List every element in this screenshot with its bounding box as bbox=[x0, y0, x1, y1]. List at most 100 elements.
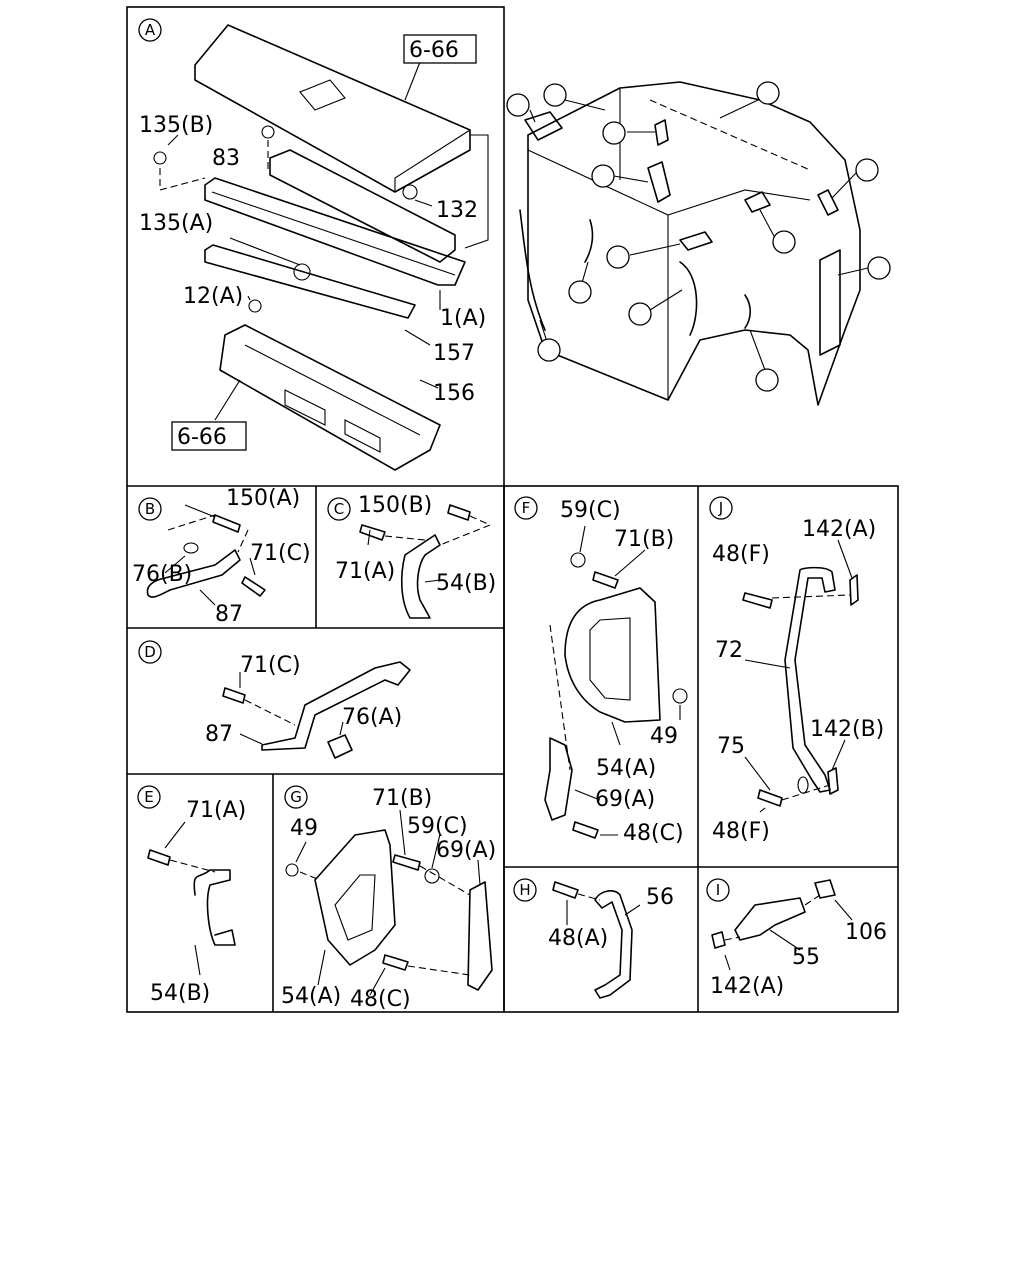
diagram-frame bbox=[126, 6, 899, 1013]
nut-49-g bbox=[285, 863, 299, 877]
screw-135b bbox=[153, 151, 167, 165]
nut-142b bbox=[827, 767, 839, 795]
cab-part-d bbox=[744, 191, 771, 213]
label-83: 83 bbox=[212, 146, 240, 171]
cab-body bbox=[527, 81, 861, 406]
label-76b: 76(B) bbox=[132, 562, 192, 587]
bolt-71a-c bbox=[359, 524, 386, 541]
label-48f-top: 48(F) bbox=[712, 542, 770, 567]
bolt-71a-e bbox=[147, 849, 171, 866]
bolt-71c bbox=[241, 576, 266, 597]
handle-54b-e bbox=[193, 869, 236, 946]
grab-handle-54a-f bbox=[564, 587, 661, 723]
handle-56 bbox=[594, 890, 633, 999]
handle-54b-c bbox=[400, 534, 441, 619]
bolt-150b bbox=[447, 504, 471, 521]
label-48c-f: 48(C) bbox=[623, 821, 684, 846]
label-55: 55 bbox=[792, 945, 820, 970]
label-71b-g: 71(B) bbox=[372, 786, 432, 811]
label-48c-g: 48(C) bbox=[350, 987, 411, 1012]
lower-tray bbox=[219, 324, 441, 471]
label-54a-f: 54(A) bbox=[596, 756, 656, 781]
cab-handle-h-left bbox=[584, 219, 594, 263]
bolt-48f-bottom bbox=[757, 789, 783, 807]
nut-49-f bbox=[672, 688, 688, 704]
label-69a-f: 69(A) bbox=[595, 787, 655, 812]
bolt-71c-d bbox=[222, 687, 246, 704]
panel-letter-f: F bbox=[522, 499, 531, 517]
panel-c: C 150(B) 71(A) 54(B) bbox=[327, 493, 496, 619]
cab-part-g bbox=[819, 249, 841, 356]
panel-letter-g: G bbox=[290, 788, 302, 806]
label-6-66-top: 6-66 bbox=[409, 38, 459, 63]
cab-part-e bbox=[817, 189, 839, 216]
panel-j: J 142(A) 48(F) 72 142(B) 75 48(F) bbox=[709, 496, 884, 844]
label-71a-c: 71(A) bbox=[335, 559, 395, 584]
ref-box-6-66-bottom bbox=[171, 421, 247, 451]
panel-letter-e: E bbox=[144, 788, 153, 806]
label-54a-g: 54(A) bbox=[281, 984, 341, 1009]
bolt-71b-g bbox=[392, 854, 421, 871]
label-69a-g: 69(A) bbox=[436, 838, 496, 863]
label-54b-e: 54(B) bbox=[150, 981, 210, 1006]
screw-83 bbox=[261, 125, 275, 139]
long-rail bbox=[204, 177, 466, 286]
panel-h: H 48(A) 56 bbox=[513, 878, 674, 999]
upper-bracket bbox=[269, 149, 456, 263]
cab-rail-j-mid bbox=[679, 261, 698, 336]
panel-letter-a-circle bbox=[138, 18, 162, 42]
lower-rail bbox=[204, 244, 416, 319]
cab-part-c bbox=[654, 119, 669, 146]
label-142a-i: 142(A) bbox=[710, 974, 784, 999]
cover-plate bbox=[194, 24, 471, 193]
spacer-75 bbox=[797, 776, 809, 794]
cab-overview bbox=[506, 81, 891, 406]
label-72: 72 bbox=[715, 638, 743, 663]
label-150b: 150(B) bbox=[358, 493, 432, 518]
panel-i: I 106 55 142(A) bbox=[706, 878, 887, 999]
bolt-48f-top bbox=[742, 592, 773, 609]
label-1a: 1(A) bbox=[440, 306, 486, 331]
cab-rail-j-left bbox=[519, 209, 546, 331]
panel-a: A 6-66 135(B) 83 bbox=[138, 18, 489, 471]
bracket-69a-g bbox=[467, 881, 493, 991]
panel-letter-b: B bbox=[145, 500, 155, 518]
nut-59c-f bbox=[570, 552, 586, 568]
label-156: 156 bbox=[433, 381, 475, 406]
label-12a: 12(A) bbox=[183, 284, 243, 309]
label-87-d: 87 bbox=[205, 722, 233, 747]
panel-f: F 59(C) 71(B) 49 54(A) 69(A) 48(C) bbox=[514, 496, 688, 846]
handle-87 bbox=[146, 549, 241, 598]
bracket-76a bbox=[327, 734, 353, 759]
screw-12a bbox=[248, 299, 262, 313]
label-6-66-bottom: 6-66 bbox=[177, 425, 227, 450]
grab-handle-54a-g bbox=[314, 829, 396, 966]
label-157: 157 bbox=[433, 341, 475, 366]
panel-b: B 150(A) 71(C) 76(B) 87 bbox=[132, 486, 311, 627]
label-135b: 135(B) bbox=[139, 113, 213, 138]
nut-142a-i bbox=[711, 931, 726, 949]
label-106: 106 bbox=[845, 920, 887, 945]
label-71c-b: 71(C) bbox=[250, 541, 311, 566]
label-48f-bottom: 48(F) bbox=[712, 819, 770, 844]
panel-letter-h: H bbox=[519, 881, 530, 899]
label-56: 56 bbox=[646, 885, 674, 910]
bolt-48c-g bbox=[382, 954, 409, 971]
label-87-b: 87 bbox=[215, 602, 243, 627]
cab-part-f bbox=[647, 161, 671, 203]
bracket-69a-f bbox=[544, 737, 573, 821]
nut-142a-j bbox=[849, 574, 859, 606]
panel-letter-c: C bbox=[334, 500, 344, 518]
clip-135a bbox=[293, 263, 311, 281]
label-54b-c: 54(B) bbox=[436, 571, 496, 596]
label-59c-f: 59(C) bbox=[560, 498, 621, 523]
panel-letter-j: J bbox=[718, 499, 723, 517]
label-71b-f: 71(B) bbox=[614, 527, 674, 552]
label-75: 75 bbox=[717, 734, 745, 759]
label-142b: 142(B) bbox=[810, 717, 884, 742]
bolt-48c-f bbox=[572, 821, 599, 839]
label-135a: 135(A) bbox=[139, 211, 213, 236]
rail-72 bbox=[784, 566, 836, 793]
handle-87-d bbox=[261, 661, 411, 751]
